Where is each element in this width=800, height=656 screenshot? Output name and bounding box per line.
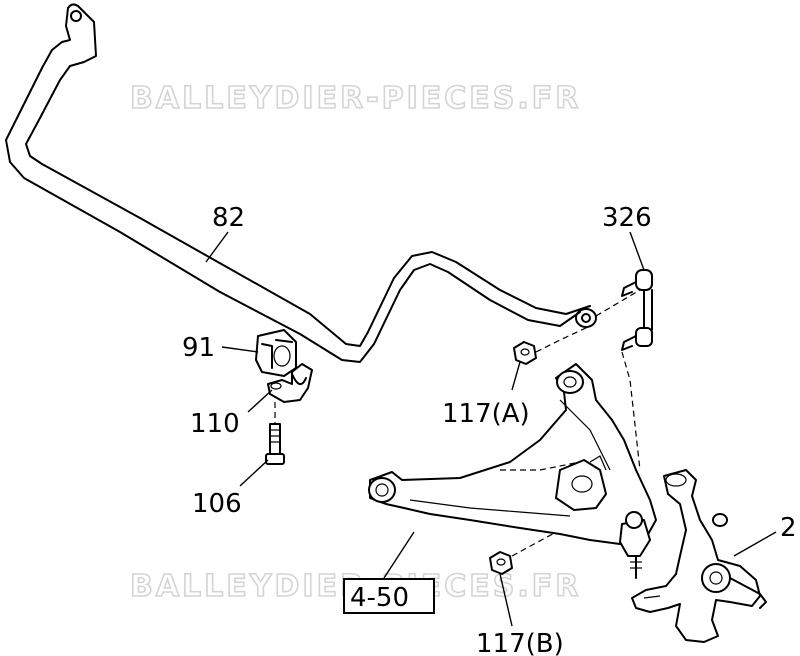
leader-2: [733, 531, 777, 557]
label-117a: 117(A): [442, 399, 530, 429]
watermark-top: BALLEYDIER-PIECES.FR: [130, 81, 581, 116]
label-106: 106: [192, 489, 242, 519]
lower-control-arm: [368, 363, 657, 579]
label-110: 110: [190, 409, 240, 439]
steering-knuckle: [631, 469, 767, 643]
label-2: 2: [780, 513, 797, 543]
leader-117b: [499, 573, 513, 627]
stabilizer-bar-link-eye: [575, 308, 597, 328]
bracket-bolt: [265, 402, 285, 465]
label-117b: 117(B): [476, 629, 564, 656]
label-4-50: 4-50: [350, 583, 409, 613]
label-82: 82: [212, 203, 245, 233]
leader-4-50: [383, 531, 415, 579]
leader-117a: [511, 361, 521, 391]
leader-82: [205, 231, 229, 263]
leader-106: [239, 459, 269, 487]
label-91: 91: [182, 333, 215, 363]
label-326: 326: [602, 203, 652, 233]
leader-91: [221, 346, 259, 353]
stabilizer-bar-end-eye: [70, 10, 82, 22]
nut-a: [513, 325, 591, 365]
stabilizer-link: [621, 269, 653, 471]
lower-arm-ref-box: [343, 578, 435, 614]
stabilizer-bushing: [255, 329, 297, 377]
bushing-bracket: [267, 363, 313, 403]
stabilizer-bar: [5, 3, 641, 363]
leader-326: [629, 231, 645, 271]
leader-110: [247, 389, 273, 413]
